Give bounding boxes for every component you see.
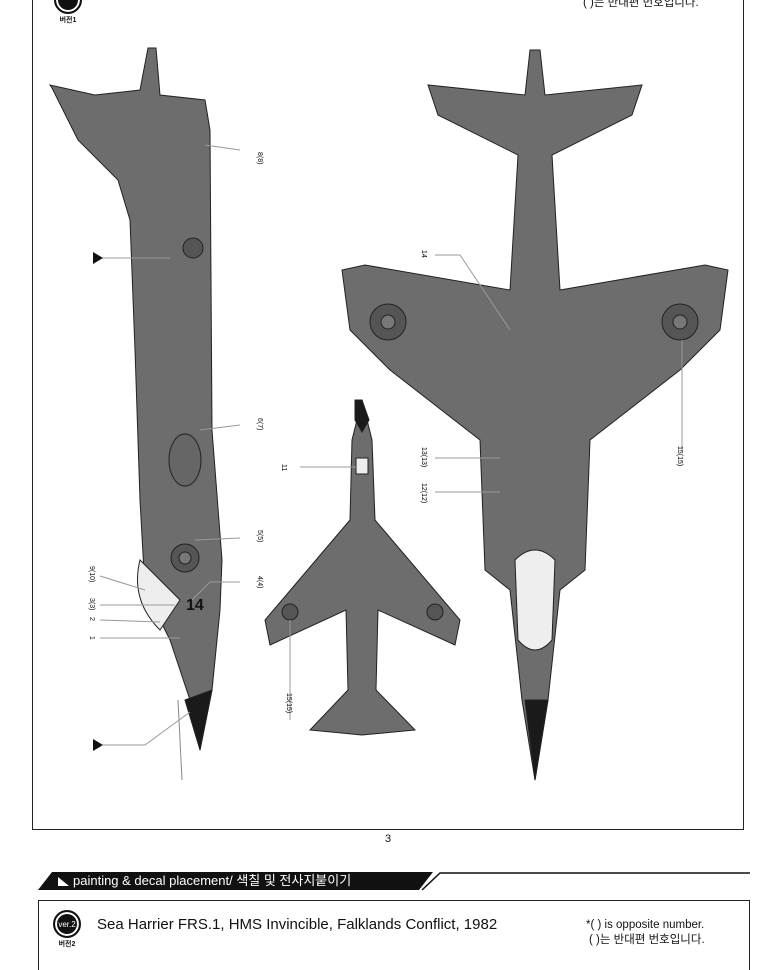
- opposite-number-note-ko: ( )는 반대편 번호입니다.: [583, 0, 699, 9]
- version2-label: 버전2: [58, 941, 76, 948]
- callout-6: 6(7): [256, 418, 263, 430]
- version1-badge: 버전1: [54, 0, 82, 25]
- aircraft-illustrations: 14 8(8) 6(7) 5(5) 4(4) 9(10) 3(3) 2 1 11…: [48, 47, 729, 781]
- version1-label: 버전1: [59, 17, 77, 24]
- marker-triangle-icon: [93, 739, 103, 751]
- version2-box: [38, 900, 750, 970]
- version2-badge: ver.2 버전2: [53, 910, 81, 949]
- section-header-text: painting & decal placement/ 색칠 및 전사지붙이기: [73, 873, 352, 888]
- callout-8: 8(8): [256, 152, 263, 164]
- callout-2: 2: [88, 617, 95, 621]
- callout-3: 3(3): [88, 598, 95, 610]
- section-header: painting & decal placement/ 색칠 및 전사지붙이기: [38, 872, 433, 890]
- callout-14: 14: [420, 250, 427, 258]
- callout-4: 4(4): [256, 576, 263, 588]
- callout-12: 12(12): [420, 483, 427, 503]
- opposite-number-note-en: *( ) is opposite number.: [586, 919, 705, 931]
- callout-9: 9(10): [88, 566, 95, 582]
- version2-title: Sea Harrier FRS.1, HMS Invincible, Falkl…: [97, 916, 498, 933]
- header-rule: [421, 872, 750, 891]
- opposite-number-note-ko: ( )는 반대편 번호입니다.: [589, 934, 705, 946]
- callout-1: 1: [88, 636, 95, 640]
- callout-15-bottom: 15(15): [676, 446, 683, 466]
- version2-badge-circle: ver.2: [53, 910, 81, 938]
- diagram-frame: [32, 0, 744, 830]
- callout-13: 13(13): [420, 447, 427, 467]
- bottom-view-aircraft: [341, 49, 729, 781]
- marker-triangle-icon: [93, 252, 103, 264]
- small-top-view-aircraft: [264, 399, 461, 736]
- callout-5: 5(5): [256, 530, 263, 542]
- fuselage-code: 14: [186, 597, 204, 614]
- callout-11: 11: [280, 464, 287, 471]
- side-view-aircraft: [48, 47, 223, 781]
- callout-15-small: 15(15): [285, 693, 292, 713]
- side-callout-lines: [99, 144, 241, 746]
- triangle-icon: [58, 877, 69, 886]
- page-number: 3: [385, 833, 392, 845]
